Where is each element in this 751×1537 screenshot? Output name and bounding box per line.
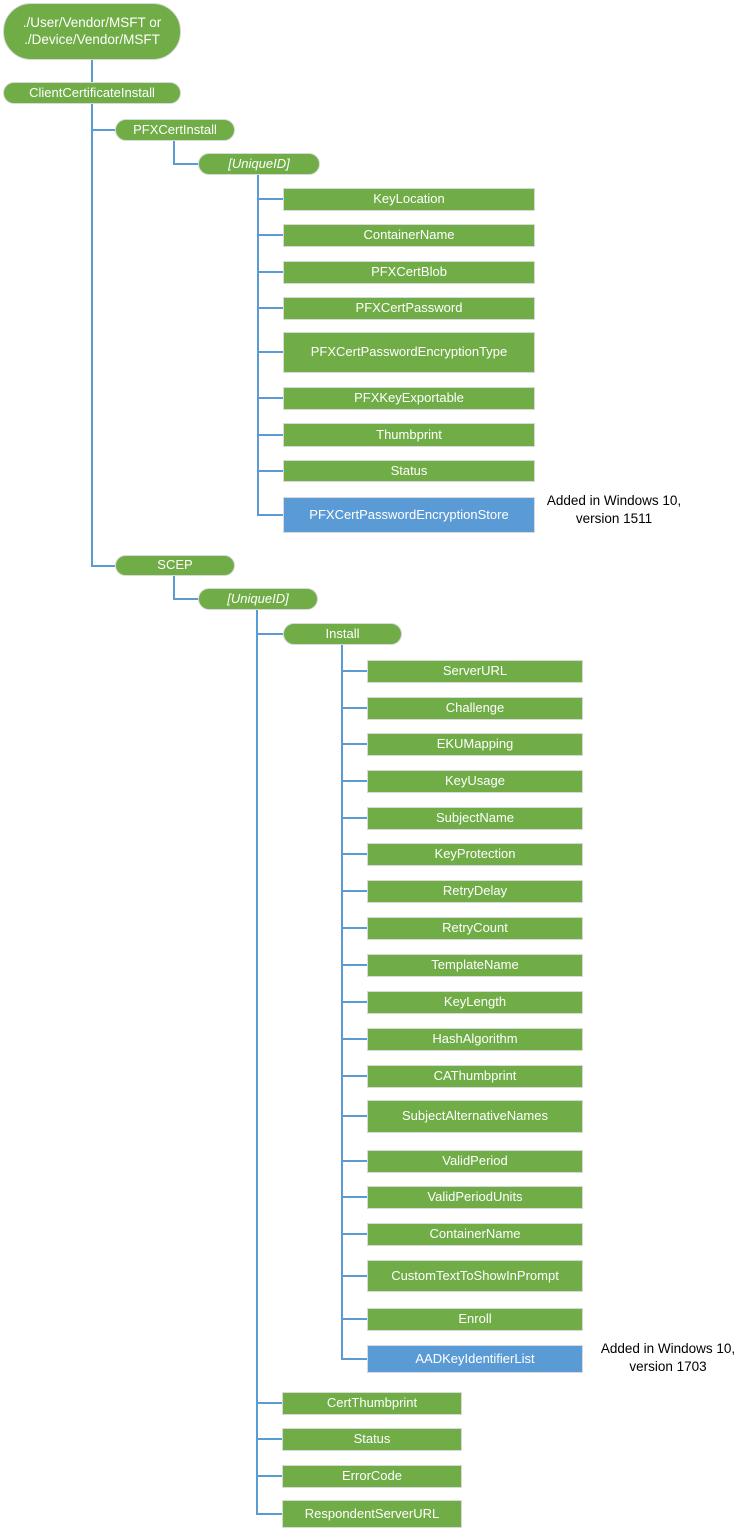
connector-line [256, 1475, 283, 1477]
annotation-version-1511: Added in Windows 10, version 1511 [546, 493, 682, 526]
connector-line [91, 60, 93, 82]
connector-line [341, 1038, 368, 1040]
node-status-pfx: Status [283, 460, 535, 482]
connector-line [173, 163, 199, 165]
node-scep: SCEP [115, 555, 235, 576]
node-thumbprint: Thumbprint [283, 423, 535, 447]
node-cathumbprint: CAThumbprint [367, 1065, 583, 1088]
node-ekumapping: EKUMapping [367, 733, 583, 756]
node-retrycount: RetryCount [367, 917, 583, 940]
connector-line [341, 670, 368, 672]
connector-line [341, 890, 368, 892]
connector-line [257, 434, 284, 436]
node-hashalgorithm: HashAlgorithm [367, 1028, 583, 1051]
node-customtexttoshowinprompt: CustomTextToShowInPrompt [367, 1260, 583, 1292]
node-uniqueid-pfx: [UniqueID] [198, 153, 320, 175]
connector-line [341, 1001, 368, 1003]
node-pfxcertpasswordencryptionstore: PFXCertPasswordEncryptionStore [283, 497, 535, 533]
connector-line [341, 964, 368, 966]
node-install: Install [283, 623, 402, 645]
annotation-version-1703: Added in Windows 10, version 1703 [600, 1341, 736, 1374]
connector-line [91, 104, 93, 567]
connector-line [341, 743, 368, 745]
connector-line [341, 707, 368, 709]
node-pfxcertpasswordencryptiontype: PFXCertPasswordEncryptionType [283, 332, 535, 373]
connector-line [256, 1513, 283, 1515]
node-subjectname: SubjectName [367, 807, 583, 830]
node-errorcode: ErrorCode [282, 1465, 462, 1488]
node-validperiodunits: ValidPeriodUnits [367, 1186, 583, 1209]
node-challenge: Challenge [367, 697, 583, 720]
node-containername-pfx: ContainerName [283, 224, 535, 247]
connector-line [257, 307, 284, 309]
connector-line [341, 1318, 368, 1320]
connector-line [91, 129, 116, 131]
connector-line [341, 927, 368, 929]
node-respondentserverurl: RespondentServerURL [282, 1500, 462, 1528]
node-pfxkeyexportable: PFXKeyExportable [283, 387, 535, 410]
node-pfxcertinstall: PFXCertInstall [115, 119, 235, 141]
connector-line [341, 853, 368, 855]
node-templatename: TemplateName [367, 954, 583, 977]
connector-line [341, 1275, 368, 1277]
node-keyprotection: KeyProtection [367, 843, 583, 866]
node-uniqueid-scep: [UniqueID] [198, 588, 318, 610]
connector-line [341, 1075, 368, 1077]
connector-line [256, 633, 284, 635]
connector-line [341, 1233, 368, 1235]
connector-line [257, 175, 259, 516]
connector-line [257, 470, 284, 472]
node-retrydelay: RetryDelay [367, 880, 583, 903]
connector-line [341, 780, 368, 782]
connector-line [341, 1160, 368, 1162]
node-clientcertificateinstall: ClientCertificateInstall [3, 82, 181, 104]
connector-line [173, 576, 175, 600]
connector-line [341, 1115, 368, 1117]
connector-line [256, 1402, 283, 1404]
connector-line [91, 565, 116, 567]
connector-line [256, 1438, 283, 1440]
node-keylength: KeyLength [367, 991, 583, 1014]
node-keyusage: KeyUsage [367, 770, 583, 793]
node-containername-scep: ContainerName [367, 1223, 583, 1246]
connector-line [257, 351, 284, 353]
node-root: ./User/Vendor/MSFT or ./Device/Vendor/MS… [3, 3, 181, 60]
connector-line [257, 271, 284, 273]
node-pfxcertblob: PFXCertBlob [283, 261, 535, 284]
node-keylocation: KeyLocation [283, 188, 535, 211]
connector-line [257, 514, 284, 516]
node-subjectalternativenames: SubjectAlternativeNames [367, 1100, 583, 1133]
connector-line [257, 198, 284, 200]
connector-line [341, 1358, 368, 1360]
node-serverurl: ServerURL [367, 660, 583, 683]
connector-line [341, 1196, 368, 1198]
node-pfxcertpassword: PFXCertPassword [283, 297, 535, 320]
connector-line [257, 234, 284, 236]
node-certthumbprint: CertThumbprint [282, 1392, 462, 1415]
node-enroll: Enroll [367, 1308, 583, 1331]
node-validperiod: ValidPeriod [367, 1150, 583, 1173]
node-aadkeyidentifierlist: AADKeyIdentifierList [367, 1345, 583, 1373]
node-status-scep: Status [282, 1428, 462, 1451]
connector-line [257, 397, 284, 399]
connector-line [256, 610, 258, 1515]
connector-line [341, 817, 368, 819]
connector-line [173, 140, 175, 165]
connector-line [173, 598, 199, 600]
